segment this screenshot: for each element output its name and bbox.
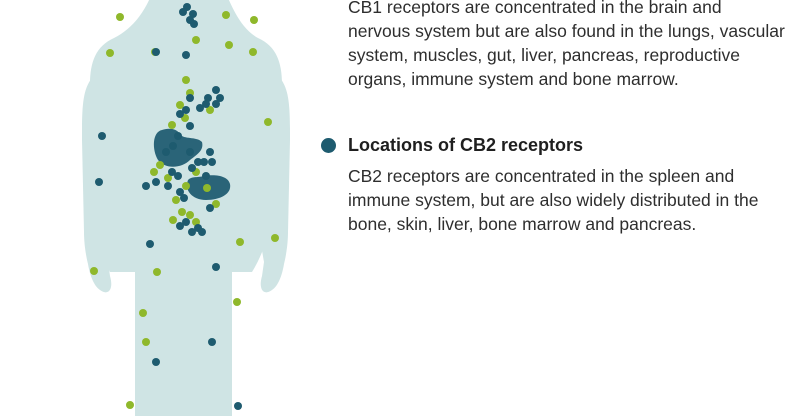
cb1-dot [169,216,177,224]
cb2-dot [152,178,160,186]
cb1-dot [164,174,172,182]
cb1-dot [126,401,134,409]
cb2-dot [98,132,106,140]
cb2-dot [176,188,184,196]
cb1-dot [116,13,124,21]
cb1-dot [236,238,244,246]
cb1-dot [172,196,180,204]
cb2-dot [188,164,196,172]
cb1-dot [233,298,241,306]
cb1-dot [182,76,190,84]
cb2-dot [200,158,208,166]
cb2-dot [152,358,160,366]
cb2-dot [146,240,154,248]
cb2-description: CB2 receptors are concentrated in the sp… [348,166,759,234]
cb1-dot [271,234,279,242]
cb1-dot [156,161,164,169]
cb2-dot [182,218,190,226]
cb2-dot [206,204,214,212]
cb2-dot [212,263,220,271]
cb1-dot [225,41,233,49]
cb2-dot [176,110,184,118]
cb2-dot [162,148,170,156]
cb2-dot [212,100,220,108]
human-body-silhouette [82,0,290,416]
cb2-dot [190,20,198,28]
cb1-dot [250,16,258,24]
cb1-dot [178,208,186,216]
cb2-dot [198,228,206,236]
cb2-dot [186,122,194,130]
cb1-description: CB1 receptors are concentrated in the br… [348,0,785,89]
cb2-dot [142,182,150,190]
cb1-dot [249,48,257,56]
cb1-dot [264,118,272,126]
cb2-dot [169,142,177,150]
cb1-dot [90,267,98,275]
cb2-dot [179,8,187,16]
cb2-dot [202,172,210,180]
cb1-dot [150,168,158,176]
cb1-receptor-dots [90,11,279,409]
cb2-dot [180,194,188,202]
cb1-dot [176,101,184,109]
cb2-dot [186,94,194,102]
cb2-dot [174,172,182,180]
cb1-dot [192,36,200,44]
cb2-dot [212,86,220,94]
filled-circle-icon [321,137,336,153]
cb2-dot [196,104,204,112]
cb1-dot [168,121,176,129]
cb2-dot [206,148,214,156]
cb2-receptor-dots [95,3,242,410]
cb1-dot [139,309,147,317]
body-diagram [82,0,290,416]
cb1-dot [182,182,190,190]
cb2-dot [186,148,194,156]
cb2-legend: Locations of CB2 receptors [321,133,583,157]
cb1-dot [203,184,211,192]
cb2-dot [168,168,176,176]
cb1-dot [186,211,194,219]
cb2-dot [189,10,197,18]
cb2-dot [176,222,184,230]
cb1-dot [222,11,230,19]
cb1-dot [106,49,114,57]
cb1-dot [153,268,161,276]
cb2-heading: Locations of CB2 receptors [348,134,584,155]
cb2-dot [194,158,202,166]
cb2-dot [216,94,224,102]
right-arm [252,77,290,293]
cb2-dot [234,402,242,410]
cb1-dot [212,200,220,208]
cb2-dot [208,158,216,166]
cb2-dot [202,100,210,108]
cb2-dot [182,106,190,114]
cb1-dot [206,106,214,114]
cb2-dot [188,228,196,236]
cb2-dot [208,338,216,346]
cb2-dot [164,182,172,190]
cb1-dot [142,338,150,346]
cb2-dot [182,51,190,59]
cb2-dot [95,178,103,186]
liver-shape [153,128,203,167]
torso [90,0,282,416]
cb2-dot [152,48,160,56]
cb2-dot [174,132,182,140]
